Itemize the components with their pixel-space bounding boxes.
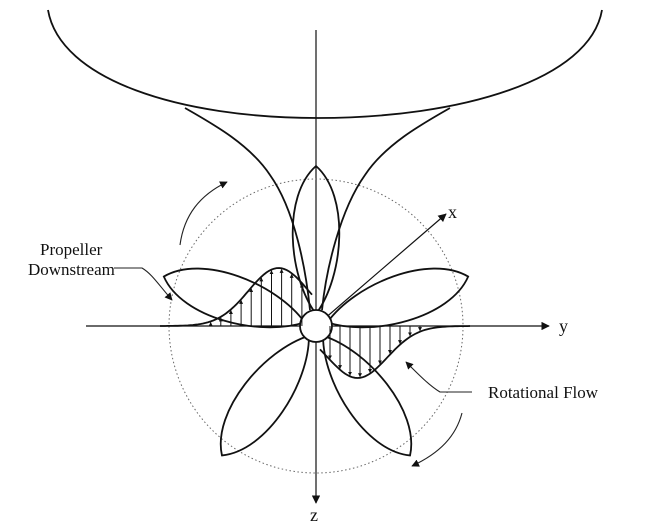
propeller-blade xyxy=(322,334,413,457)
propeller-blade xyxy=(291,164,341,316)
rotational-flow-label: Rotational Flow xyxy=(488,383,599,402)
propeller-blade xyxy=(219,334,310,457)
propeller-blade xyxy=(325,267,470,329)
x-axis xyxy=(315,213,447,327)
z-axis-label: z xyxy=(310,505,318,521)
slipstream-left xyxy=(184,107,311,311)
y-axis-label: y xyxy=(559,316,568,336)
hull-outline xyxy=(47,9,603,119)
rotation-arrow-top xyxy=(179,181,228,246)
propeller-downstream-leader xyxy=(114,267,173,301)
downstream-velocity-profile xyxy=(160,267,313,327)
velocity-profile-curve xyxy=(319,325,471,379)
x-axis-label: x xyxy=(448,202,457,222)
propeller-hub xyxy=(299,309,333,343)
rotation-arrow-bottom xyxy=(411,412,463,467)
rotational-flow-leader xyxy=(405,361,472,393)
rotational-flow-profile xyxy=(319,325,471,379)
propeller-blade xyxy=(162,267,307,329)
velocity-profile-curve xyxy=(160,267,313,327)
propeller-blades xyxy=(162,164,470,457)
propeller-label-line1: Propeller xyxy=(40,240,103,259)
propeller-label-line2: Downstream xyxy=(28,260,115,279)
slipstream-right xyxy=(321,107,451,311)
